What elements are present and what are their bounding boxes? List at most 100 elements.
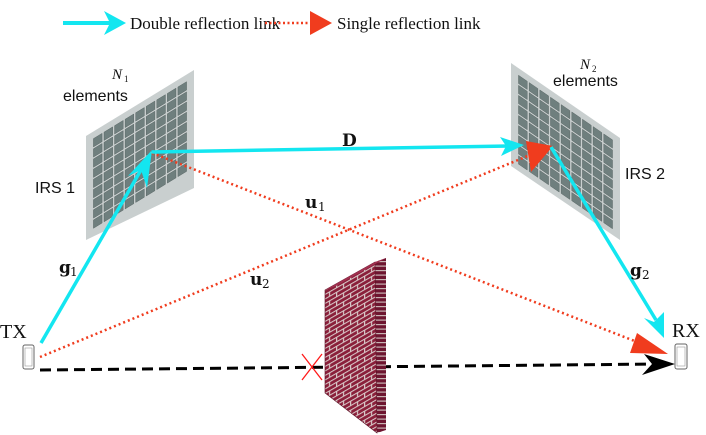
irs1-element: [103, 177, 113, 192]
g2-subscript: 2: [642, 268, 650, 282]
irs2-element: [550, 177, 560, 193]
single-reflection-link-u2: [39, 141, 553, 359]
label-g2: g 2: [630, 261, 650, 282]
irs1-element: [103, 157, 113, 172]
irs2-element: [582, 118, 592, 134]
irs1-element: [167, 169, 177, 184]
irs1-element: [135, 127, 145, 142]
irs1-element: [156, 134, 166, 150]
irs2-element: [571, 121, 581, 137]
irs1-element: [93, 183, 103, 199]
irs1-element: [93, 214, 103, 229]
wall-side: [375, 258, 386, 433]
irs2-element: [539, 170, 549, 186]
irs1-element: [167, 108, 177, 123]
irs1-element: [93, 173, 103, 188]
irs2-element: [528, 122, 539, 138]
irs2-element: [560, 174, 571, 190]
irs2-element: [603, 193, 613, 209]
label-g1: g 1: [59, 258, 78, 279]
u1-subscript: 1: [318, 200, 326, 214]
irs1-element: [146, 141, 156, 156]
irs2-element: [550, 96, 560, 112]
irs2-element: [603, 183, 613, 199]
irs1-element: [103, 126, 113, 141]
irs1-element: [135, 117, 145, 132]
irs1-element: [156, 94, 166, 109]
irs1-element: [177, 111, 187, 127]
irs2-element: [528, 102, 539, 118]
irs1-element: [103, 136, 113, 152]
irs2-element: [550, 157, 560, 173]
irs1-element: [135, 137, 145, 153]
irs2-element: [582, 128, 592, 144]
irs2-element: [550, 167, 560, 183]
irs1-panel: [86, 70, 194, 240]
irs1-element-grid: [93, 81, 187, 229]
irs1-element: [146, 182, 156, 197]
irs2-element: [571, 111, 581, 127]
u2-symbol: u: [250, 270, 262, 290]
irs1-element: [124, 133, 134, 149]
legend-single-arrowhead-icon: [310, 11, 332, 35]
irs2-element: [528, 92, 539, 108]
tx-phone-icon: [22, 344, 35, 370]
irs1-element: [167, 158, 177, 174]
irs1-element: [146, 100, 156, 116]
irs2-element: [571, 171, 581, 187]
irs2-element: [550, 117, 560, 133]
irs1-element: [93, 204, 103, 219]
irs2-element: [592, 176, 603, 192]
irs1-element: [146, 121, 156, 136]
irs1-element: [124, 154, 134, 169]
irs2-element: [539, 99, 549, 115]
rx-node: RX: [672, 320, 700, 370]
irs1-count-sub: 1: [124, 74, 129, 84]
irs2-element: [592, 126, 603, 142]
irs1-element: [177, 122, 187, 137]
irs1-element: [135, 147, 145, 163]
irs2-element: [582, 139, 592, 155]
irs1-element: [167, 138, 177, 153]
legend-double-arrowhead-icon: [104, 11, 126, 35]
irs1-element: [103, 167, 113, 182]
irs1-element: [167, 118, 177, 133]
irs1-count-symbol: N: [111, 67, 123, 83]
legend-double-reflection: Double reflection link: [63, 11, 281, 35]
legend-double-label: Double reflection link: [130, 14, 281, 33]
irs2-element: [592, 166, 603, 182]
u1-line: [151, 151, 651, 349]
irs1-element: [114, 140, 124, 155]
tx-node: TX: [0, 321, 35, 370]
irs1-element: [177, 101, 187, 117]
double-reflection-link-D: [151, 137, 524, 156]
irs1-element: [135, 188, 145, 203]
irs2-element: [550, 127, 560, 143]
irs2-element: [518, 145, 528, 161]
irs1-element: [93, 153, 103, 168]
irs2-element: [582, 169, 592, 185]
irs1-element: [93, 163, 103, 178]
u2-subscript: 2: [262, 277, 270, 291]
irs2-element: [603, 153, 613, 169]
irs2-element: [539, 160, 549, 176]
irs2-element: [592, 206, 603, 222]
irs2-element: [539, 109, 549, 125]
wall-top: [325, 258, 386, 290]
irs1-element: [93, 132, 103, 148]
irs2-element: [582, 149, 592, 165]
g2-arrowhead-icon: [644, 312, 664, 338]
irs2-element: [518, 115, 528, 131]
irs2-element: [539, 129, 549, 145]
u2-arrowhead-icon: [526, 141, 553, 172]
irs2-element: [560, 104, 571, 120]
irs2-element: [582, 159, 592, 175]
irs2-element: [603, 214, 613, 230]
irs2-element: [550, 137, 560, 153]
irs1-element: [177, 91, 187, 106]
g1-symbol: g: [59, 258, 71, 278]
irs2-element: [582, 179, 592, 195]
label-D: D: [342, 131, 357, 151]
irs2-element: [518, 74, 528, 90]
